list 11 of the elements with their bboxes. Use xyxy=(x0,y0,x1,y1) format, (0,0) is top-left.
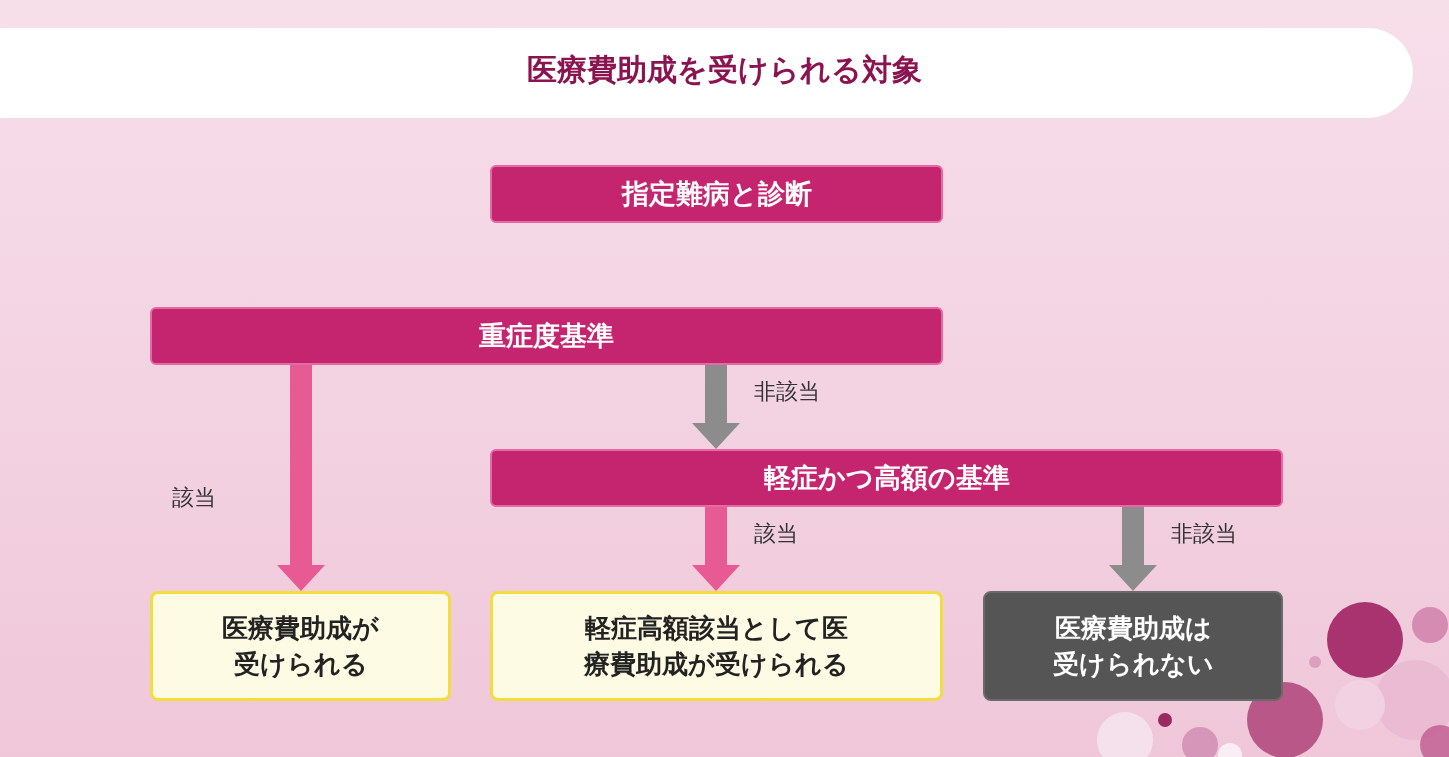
edge-label: 該当 xyxy=(754,520,798,548)
criterion-box: 重症度基準 xyxy=(150,307,943,365)
edge-label: 該当 xyxy=(172,484,216,512)
result-box: 医療費助成は受けられない xyxy=(983,591,1283,701)
edge-label: 非該当 xyxy=(754,378,820,406)
result-box: 軽症高額該当として医療費助成が受けられる xyxy=(490,591,943,701)
edge-label: 非該当 xyxy=(1171,520,1237,548)
diagram-title: 医療費助成を受けられる対象 xyxy=(526,51,923,89)
criterion-box: 軽症かつ高額の基準 xyxy=(490,449,1283,507)
result-box: 医療費助成が受けられる xyxy=(150,591,451,701)
criterion-box: 指定難病と診断 xyxy=(490,165,943,223)
